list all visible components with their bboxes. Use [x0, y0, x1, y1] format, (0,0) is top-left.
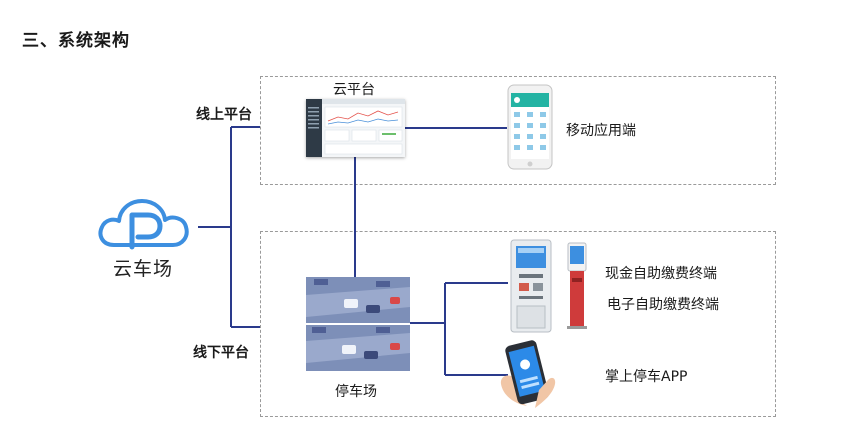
offline-platform-box	[260, 231, 776, 417]
online-platform-box	[260, 76, 776, 185]
mobile-app-label: 移动应用端	[566, 123, 636, 139]
cash-kiosk-label: 现金自助缴费终端	[605, 266, 717, 282]
cloud-logo	[94, 193, 198, 251]
parking-lot-label: 停车场	[335, 384, 377, 400]
parking-lot-image	[306, 277, 410, 371]
cash-kiosk-image	[507, 238, 555, 334]
phone-app-image	[497, 338, 559, 408]
cloud-platform-label: 云平台	[333, 82, 375, 98]
mobile-app-thumbnail	[507, 84, 553, 170]
online-platform-label: 线上平台	[196, 107, 252, 123]
offline-platform-label: 线下平台	[193, 345, 249, 361]
page-title: 三、系统架构	[22, 31, 130, 51]
phone-app-label: 掌上停车APP	[605, 369, 688, 385]
electronic-kiosk-image	[564, 242, 590, 330]
brand-name: 云车场	[113, 258, 174, 280]
cloud-dashboard-thumbnail	[306, 99, 405, 157]
electronic-kiosk-label: 电子自助缴费终端	[607, 297, 719, 313]
